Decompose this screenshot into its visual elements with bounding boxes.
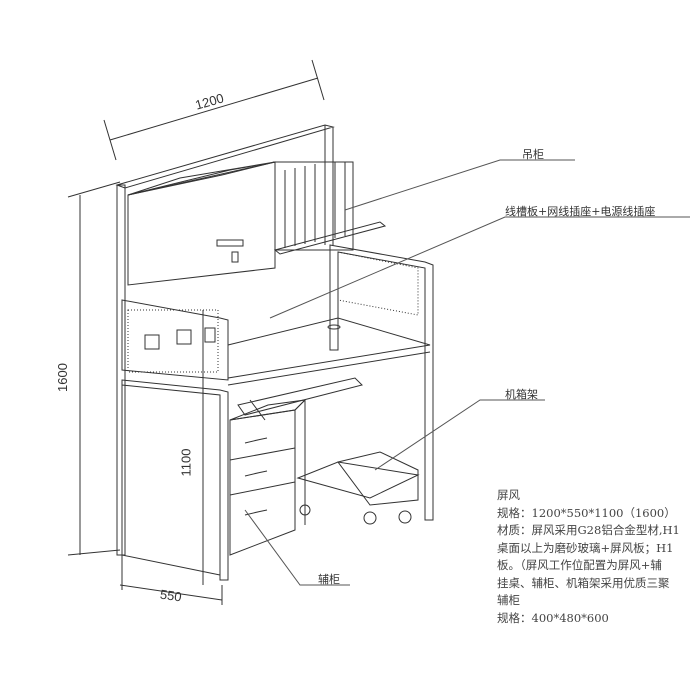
dimension-1600 xyxy=(67,181,121,556)
label-hanging-cabinet: 吊柜 xyxy=(522,148,544,161)
right-glass-screen xyxy=(329,244,434,521)
label-side-cabinet: 辅柜 xyxy=(318,573,340,586)
left-side-panel xyxy=(121,379,229,581)
spec-line: 辅柜 xyxy=(497,593,520,607)
dimension-550 xyxy=(119,555,223,605)
spec-line: 规格：400*480*600 xyxy=(497,610,609,625)
spec-line: 屏风 xyxy=(497,488,520,502)
keyboard-tray xyxy=(237,377,363,421)
spec-line: 挂桌、辅柜、机箱架采用优质三聚 xyxy=(497,575,670,590)
spec-line: 规格：1200*550*1100（1600） xyxy=(497,505,676,520)
spec-line: 桌面以上为磨砂玻璃+屏风板；H1 xyxy=(497,540,674,555)
cpu-holder xyxy=(296,451,420,525)
dim-1600-label: 1600 xyxy=(54,363,70,392)
spec-line: 材质：屏风采用G28铝合金型材,H1 xyxy=(497,523,680,537)
dim-1100-label: 1100 xyxy=(178,448,194,477)
hanging-cabinet xyxy=(127,161,387,286)
desk-top xyxy=(227,317,431,386)
dimension-1200 xyxy=(103,59,325,161)
side-cabinet xyxy=(229,399,311,556)
specification-text: 屏风 规格：1200*550*1100（1600） 材质：屏风采用G28铝合金型… xyxy=(497,487,680,627)
label-cpu-holder: 机箱架 xyxy=(505,388,538,401)
leader-lines xyxy=(244,159,690,586)
label-cable-tray: 线槽板+网线插座+电源线插座 xyxy=(505,205,656,218)
dim-550-label: 550 xyxy=(159,586,183,605)
left-glass-screen xyxy=(121,299,229,381)
spec-line: 板。（屏风工作位配置为屏风+辅 xyxy=(497,558,662,572)
